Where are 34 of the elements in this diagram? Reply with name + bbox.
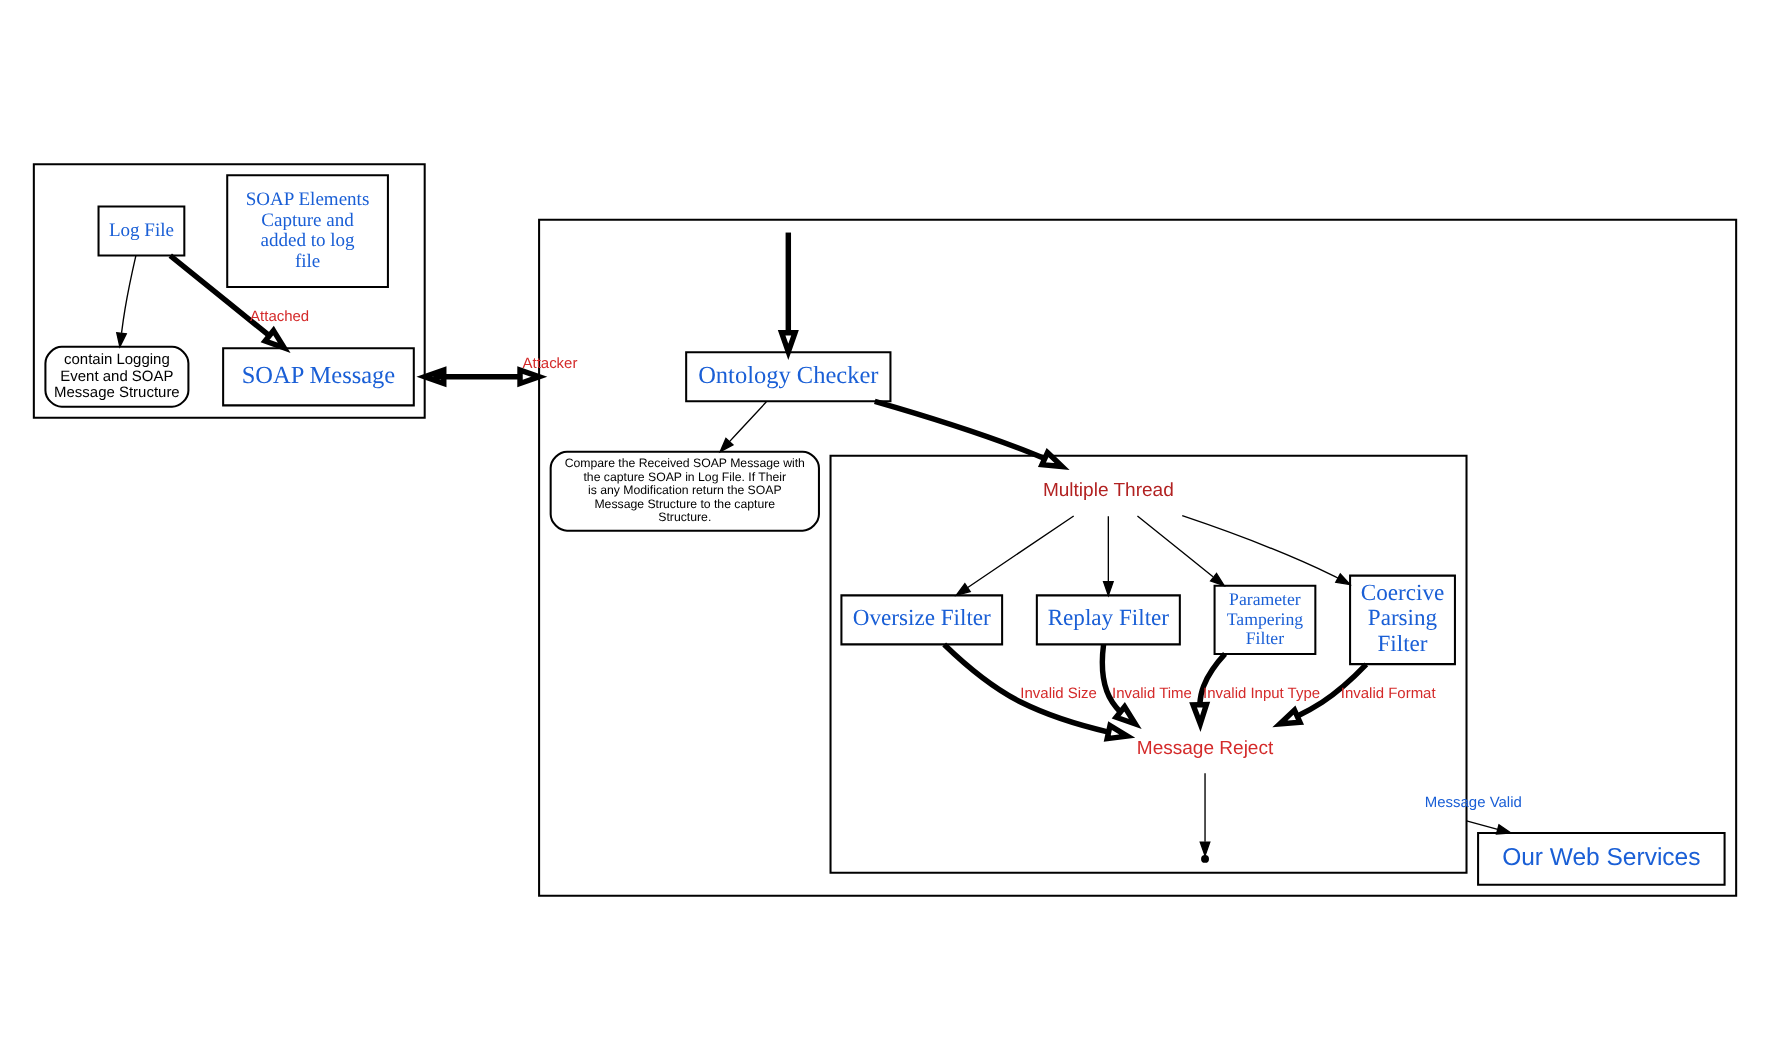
node-box: Our Web Services (1477, 831, 1726, 885)
node-text: Message Reject (1136, 736, 1274, 759)
node-box: contain Logging Event and SOAP Message Structure (44, 344, 190, 407)
arrow (1181, 514, 1352, 585)
arrow (1189, 651, 1228, 731)
arrow (954, 514, 1075, 596)
arrow (168, 252, 291, 352)
arrow (1102, 514, 1115, 597)
arrow (1465, 819, 1513, 834)
arrow (718, 400, 768, 453)
node-box: Parameter Tampering Filter (1213, 583, 1317, 654)
node-box: Log File (97, 204, 186, 256)
cluster (32, 162, 426, 418)
node-box: SOAP Elements Capture and added to log file (226, 173, 389, 287)
arrow (942, 641, 1136, 741)
arrow (1199, 771, 1211, 857)
arrow (777, 231, 799, 360)
node-box: Oversize Filter (840, 593, 1004, 645)
arrow (874, 397, 1070, 469)
arrow (115, 254, 137, 348)
edge-label: Invalid Size (1020, 682, 1097, 701)
node-box: Ontology Checker (685, 350, 892, 402)
arrow (1136, 514, 1226, 587)
edge-label: Invalid Format (1340, 682, 1436, 701)
edge-label: Invalid Time (1111, 682, 1192, 701)
arrow (1099, 643, 1142, 729)
edge-label: Attached (250, 305, 310, 324)
edge-label: Invalid Input Type (1203, 682, 1321, 701)
node-box: SOAP Message (222, 346, 415, 406)
arrow (1272, 661, 1369, 727)
node-box: Coercive Parsing Filter (1349, 573, 1456, 665)
node-text: Multiple Thread (1042, 479, 1174, 502)
arrow (416, 365, 548, 387)
node-box: Replay Filter (1035, 593, 1181, 645)
